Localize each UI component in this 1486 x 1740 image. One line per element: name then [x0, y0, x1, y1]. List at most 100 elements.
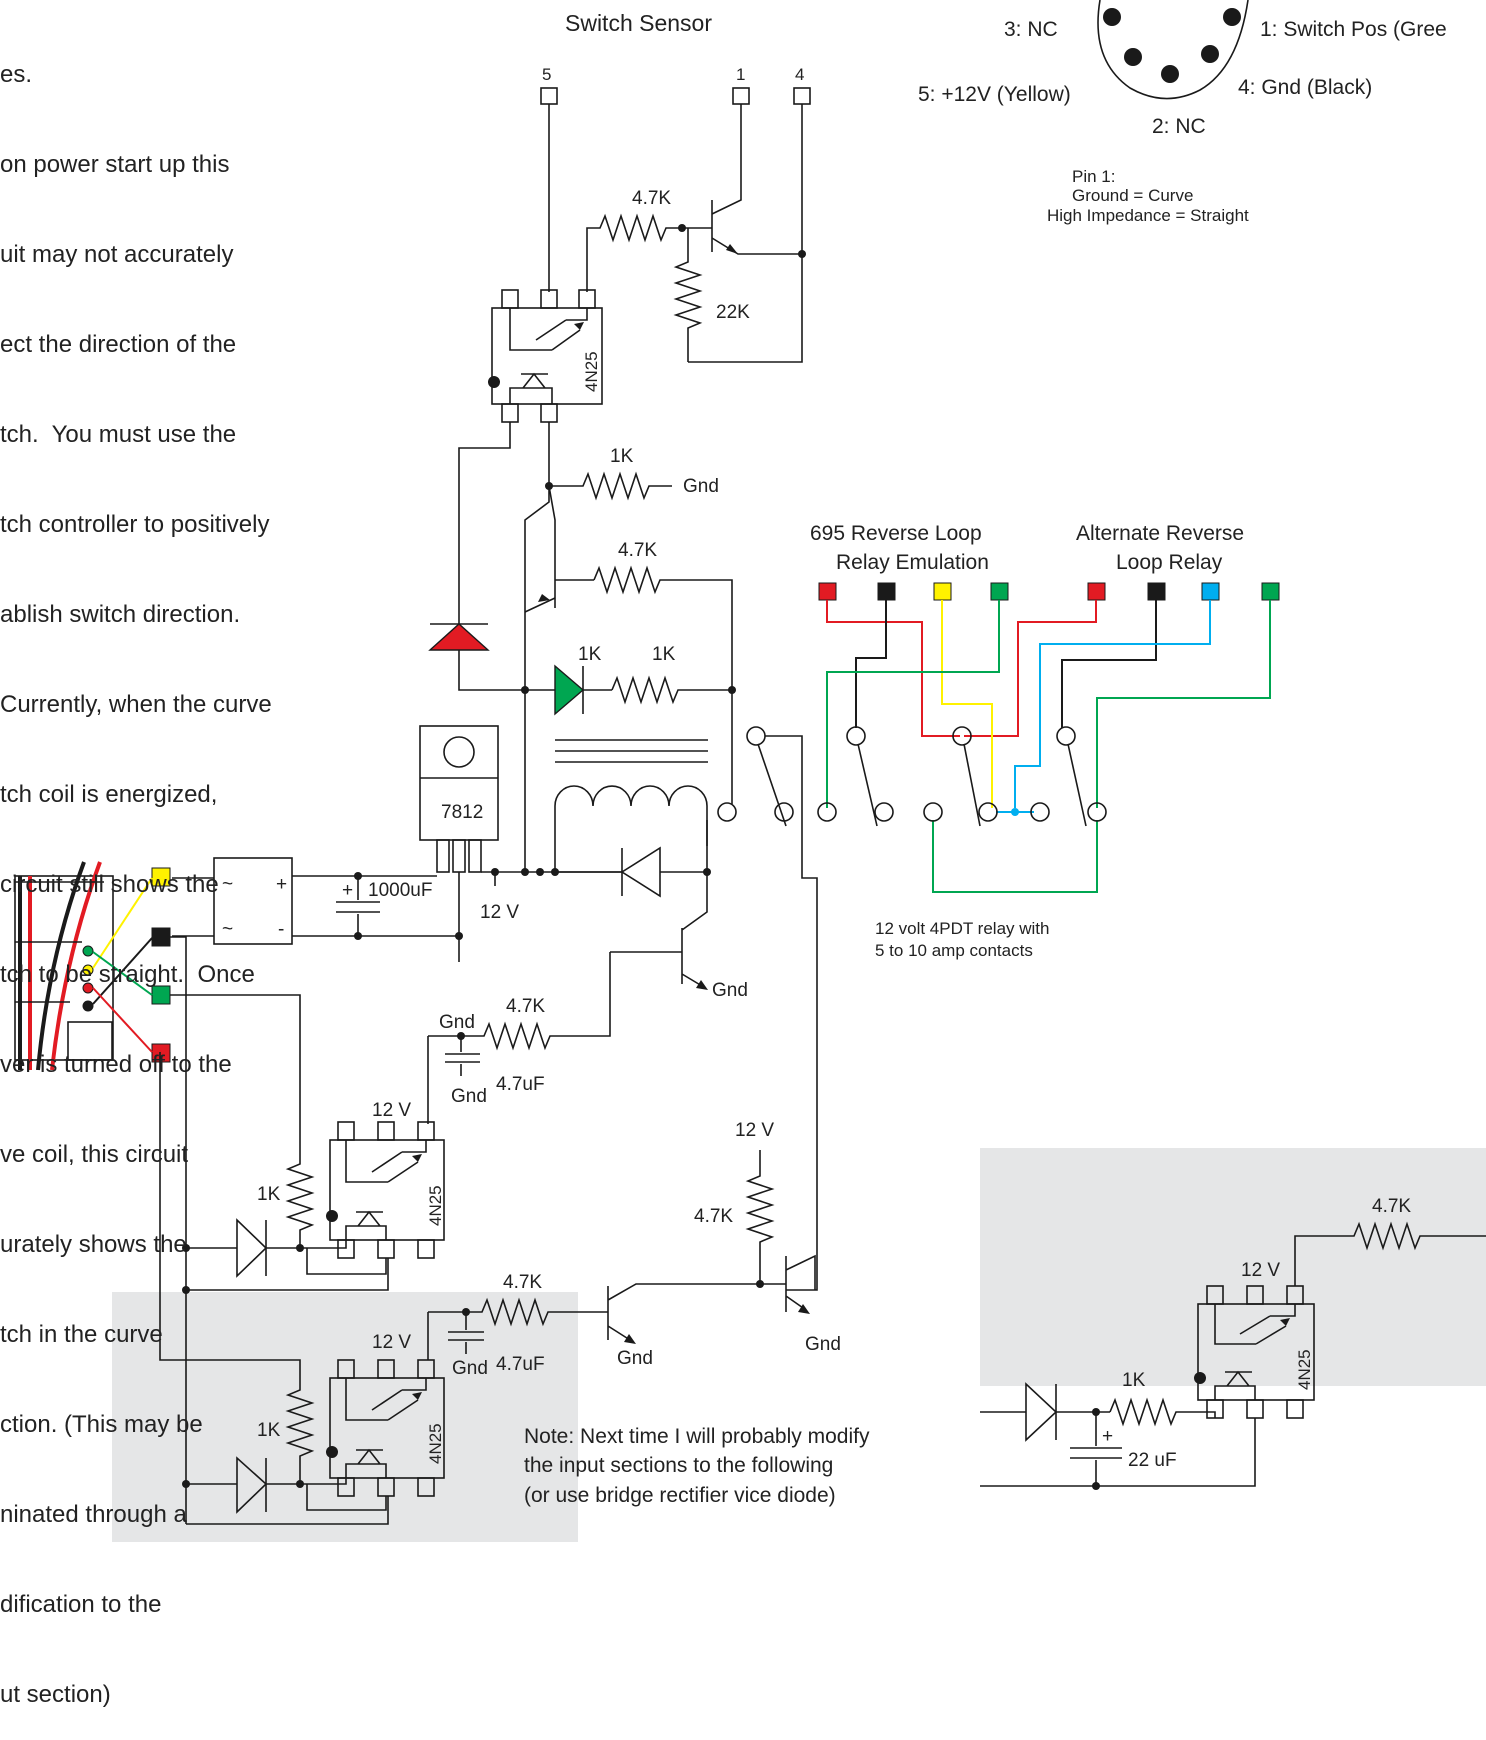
relay-group1-line2: Relay Emulation — [836, 551, 989, 574]
terminal-red-2 — [1087, 582, 1106, 601]
connector-outline — [1097, 0, 1249, 100]
flyback-diode — [620, 846, 661, 898]
wire-black-1 — [855, 600, 887, 728]
track-wire-yellow — [92, 877, 153, 969]
r-47k-1-label: 4.7K — [506, 996, 545, 1017]
junction-bus-2 — [521, 868, 529, 876]
terminal-yellow-1 — [933, 582, 952, 601]
track-wire-black — [92, 937, 153, 1005]
relay-group1-line1: 695 Reverse Loop — [810, 522, 982, 545]
connector-label-pin5: 5: +12V (Yellow) — [918, 83, 1071, 106]
proposal-bottom-wire — [980, 1418, 1256, 1487]
notes-line: uit may not accurately — [0, 241, 234, 268]
r-1k-gnd-label: 1K — [610, 446, 634, 467]
notes-line: ut section) — [0, 1681, 111, 1708]
r-1k-2 — [159, 1052, 315, 1484]
relay-caption-line1: 12 volt 4PDT relay with — [875, 919, 1049, 938]
led-green — [554, 664, 585, 716]
relay-common1-wire — [765, 735, 818, 1291]
relay-contact-b1 — [774, 802, 794, 822]
r-47k-3-label: 4.7K — [694, 1206, 733, 1227]
flyback-bar — [555, 820, 708, 896]
connector-note-curve: Ground = Curve — [1072, 186, 1193, 205]
wire-opto1-out — [427, 1035, 441, 1124]
rail-red-2 — [50, 861, 102, 1071]
gnd-1-label: Gnd — [439, 1012, 475, 1033]
led-r-label: 1K — [652, 644, 676, 665]
r-1k-2-label: 1K — [257, 1420, 281, 1441]
relay-section: 695 Reverse Loop Relay Emulation Alterna… — [717, 522, 1280, 1291]
q2-arrow — [538, 594, 550, 602]
relay-common-2 — [846, 726, 866, 746]
wire-common-opto2 — [185, 1496, 389, 1525]
diode-input-2-bar — [186, 1458, 300, 1512]
connector-pin-5 — [1124, 48, 1142, 66]
bridge-ac1: ~ — [222, 874, 233, 895]
pin-label-1: 1 — [736, 65, 745, 84]
notes-line: ction. (This may be — [0, 1411, 203, 1438]
q2-collector — [548, 485, 556, 554]
notes-line: on power start up this — [0, 151, 230, 178]
rail-black-2 — [36, 861, 86, 1071]
notes-line: tch controller to positively — [0, 511, 270, 538]
notes-line: ve coil, this circuit — [0, 1141, 189, 1168]
notes-line: tch coil is energized, — [0, 781, 218, 808]
q3-arrow — [696, 980, 708, 990]
relay-common-4 — [1056, 726, 1076, 746]
proposal-diode-bar — [1055, 1384, 1110, 1440]
relay-arm-1 — [757, 743, 787, 827]
wire-pin4 — [688, 104, 803, 363]
q5-transistor — [760, 1254, 816, 1312]
schematic-drawing: Switch Sensor 5 1 4 4.7K 22K — [14, 0, 1486, 1542]
gnd-1k-label: Gnd — [683, 476, 719, 497]
track-turnout — [14, 861, 171, 1071]
proposal-r-1k — [1109, 1397, 1216, 1427]
led-label: 1K — [578, 644, 602, 665]
highlight-input-section — [112, 1292, 578, 1542]
junction-base — [678, 224, 686, 232]
relay-group2-line2: Loop Relay — [1116, 551, 1223, 574]
q5-arrow — [798, 1304, 810, 1314]
relay-contact-b2 — [874, 802, 894, 822]
relay-common-3 — [952, 726, 972, 746]
junction-input-2 — [182, 1480, 190, 1488]
terminal-black-1 — [877, 582, 896, 601]
pin-terminal-5 — [540, 87, 558, 105]
connector-pin-3 — [1103, 8, 1121, 26]
proposal-diode — [1025, 1382, 1058, 1442]
connector-label-pin4: 4: Gnd (Black) — [1238, 76, 1372, 99]
connector-label-pin3: 3: NC — [1004, 18, 1058, 41]
proposal-opto: 4N25 — [1194, 1285, 1315, 1419]
opto-sensor: 4N25 — [488, 289, 603, 423]
wire-green-to-opto1 — [170, 994, 301, 1148]
notes-line: tch in the curve — [0, 1321, 163, 1348]
relay-caption-line2: 5 to 10 amp contacts — [875, 941, 1033, 960]
r-1k-1 — [285, 1148, 315, 1248]
opto-sensor-label: 4N25 — [582, 351, 601, 392]
q4-transistor — [607, 1283, 760, 1341]
relay-contact-a1 — [717, 802, 737, 822]
wire-green-bottom — [932, 820, 1098, 893]
v12-3-label: 12 V — [735, 1120, 774, 1141]
wire-emitter — [711, 237, 802, 255]
bridge-rectifier — [213, 857, 293, 945]
r-1k-1-label: 1K — [257, 1184, 281, 1205]
r-47k-3 — [745, 1150, 775, 1284]
cap-47uf-2 — [448, 1312, 484, 1354]
terminal-green-2 — [1261, 582, 1280, 601]
connector-label-pin1: 1: Switch Pos (Gree — [1260, 18, 1447, 41]
wire-red-2 — [964, 600, 1097, 737]
notes-line: ect the direction of the — [0, 331, 237, 358]
regulator-label: 7812 — [441, 802, 483, 823]
tie-1 — [15, 881, 104, 1003]
relay-core-lines — [555, 739, 708, 763]
wire-common-opto1 — [186, 1258, 389, 1291]
cap-label: 1000uF — [368, 880, 432, 901]
junction-gnd-reg — [455, 932, 463, 940]
wire-opto2-led — [300, 1478, 387, 1511]
connector-note-title: Pin 1: — [1072, 167, 1115, 186]
wire-blue-2 — [1014, 600, 1211, 808]
resistor-1k-gnd — [549, 471, 672, 501]
connector-pin-2 — [1161, 65, 1179, 83]
notes-line: tch. You must use the — [0, 421, 237, 448]
